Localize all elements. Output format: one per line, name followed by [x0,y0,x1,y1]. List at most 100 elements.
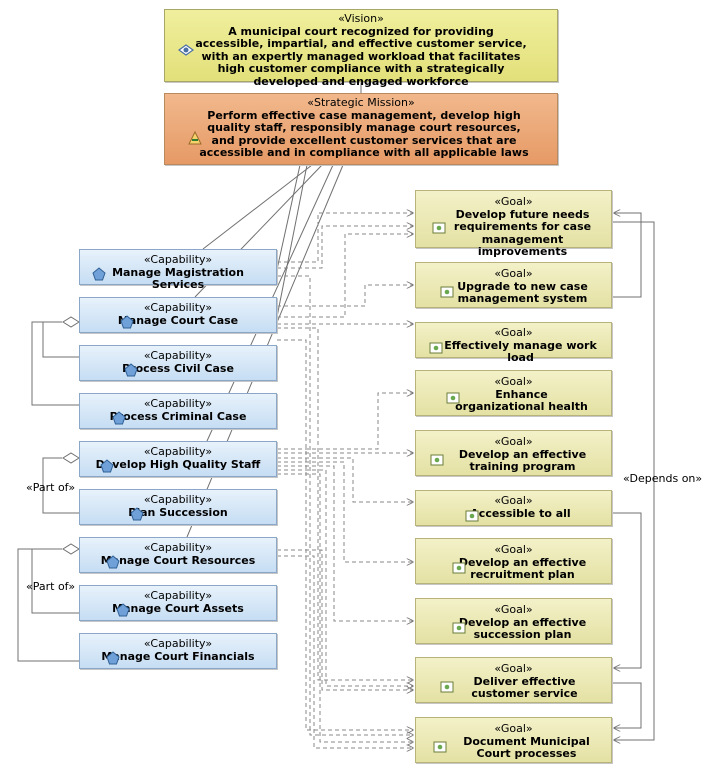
goal-stereotype: «Goal» [494,267,533,280]
goal-develop-effective-recruitment-plan[interactable]: «Goal» Develop an effective recruitment … [415,538,612,584]
supports-dependency-link [277,457,413,502]
supports-dependency-link [277,393,413,450]
strategic-mission-box[interactable]: «Strategic Mission» Perform effective ca… [164,93,558,165]
goal-stereotype: «Goal» [494,722,533,735]
goal-deliver-effective-customer-service[interactable]: «Goal» Deliver effective customer servic… [415,657,612,703]
vision-text: A municipal court recognized for providi… [195,24,527,88]
mission-text: Perform effective case management, devel… [199,108,529,159]
capability-name: Plan Succession [128,505,228,519]
goal-stereotype: «Goal» [494,435,533,448]
supports-dependency-link [277,226,413,269]
capability-name: Process Criminal Case [109,409,247,423]
goal-stereotype: «Goal» [494,662,533,675]
mission-capability-link [275,164,301,275]
goal-stereotype: «Goal» [494,326,533,339]
depends-on-link [612,213,642,298]
capability-icon [100,459,114,473]
part-of-connector [17,548,79,662]
goal-stereotype: «Goal» [494,494,533,507]
capability-stereotype: «Capability» [143,493,213,506]
vision-box[interactable]: «Vision» A municipal court recognized fo… [164,9,558,87]
capability-stereotype: «Capability» [143,397,213,410]
supports-dependency-link [277,339,413,730]
goal-stereotype: «Goal» [494,543,533,556]
goal-name: Develop an effective training program [458,447,587,473]
capability-stereotype: «Capability» [143,589,213,602]
supports-dependency-link [277,469,413,686]
goal-icon [430,454,444,466]
capability-manage-magistration-services[interactable]: «Capability» Manage Magistration Service… [79,249,277,291]
capability-plan-succession[interactable]: «Capability» Plan Succession [79,489,277,525]
part-of-connector [31,321,79,406]
goal-enhance-organizational-health[interactable]: «Goal» Enhance organizational health [415,370,612,416]
depends-on-link [612,512,642,668]
goal-develop-effective-succession-plan[interactable]: «Goal» Develop an effective succession p… [415,598,612,644]
supports-dependency-link [277,465,413,621]
mission-capability-link [275,164,308,323]
goal-stereotype: «Goal» [494,195,533,208]
part-of-label: «Part of» [26,481,76,494]
capability-process-civil-case[interactable]: «Capability» Process Civil Case [79,345,277,381]
goal-stereotype: «Goal» [494,375,533,388]
vision-icon [178,44,194,56]
capability-manage-court-assets[interactable]: «Capability» Manage Court Assets [79,585,277,621]
part-of-connector [42,321,79,358]
capability-icon [130,507,144,521]
capability-stereotype: «Capability» [143,637,213,650]
mission-icon [188,130,202,145]
mission-stereotype: «Strategic Mission» [307,96,415,109]
capability-stereotype: «Capability» [143,541,213,554]
goal-develop-future-needs-requirements[interactable]: «Goal» Develop future needs requirements… [415,190,612,258]
goal-icon [446,392,460,404]
capability-name: Process Civil Case [122,361,234,375]
goal-icon [440,681,454,693]
mission-capability-link [202,164,313,250]
supports-dependency-link [277,285,413,307]
goal-accessible-to-all[interactable]: «Goal» Accessible to all [415,490,612,526]
goal-icon [433,741,447,753]
goal-name: Document Municipal Court processes [463,734,590,760]
capability-stereotype: «Capability» [143,253,213,266]
supports-dependency-link [277,549,413,690]
capability-manage-court-resources[interactable]: «Capability» Manage Court Resources [79,537,277,573]
supports-dependency-link [277,234,413,318]
part-of-label: «Part of» [26,580,76,593]
capability-name: Manage Court Financials [101,649,255,663]
capability-name: Manage Magistration Services [112,265,244,291]
depends-on-label: «Depends on» [623,472,703,485]
capability-name: Manage Court Resources [100,553,256,567]
goal-upgrade-case-management-system[interactable]: «Goal» Upgrade to new case management sy… [415,262,612,308]
composition-diamond [62,452,80,464]
depends-on-link [612,682,642,728]
capability-develop-high-quality-staff[interactable]: «Capability» Develop High Quality Staff [79,441,277,477]
supports-dependency-link [277,213,413,263]
capability-icon [106,651,120,665]
supports-dependency-link [277,555,413,748]
supports-dependency-link [277,461,413,562]
goal-stereotype: «Goal» [494,603,533,616]
capability-stereotype: «Capability» [143,445,213,458]
capability-process-criminal-case[interactable]: «Capability» Process Criminal Case [79,393,277,429]
capability-manage-court-financials[interactable]: «Capability» Manage Court Financials [79,633,277,669]
vision-stereotype: «Vision» [338,12,384,25]
goal-effectively-manage-work-load[interactable]: «Goal» Effectively manage work load [415,322,612,364]
goal-icon [429,342,443,354]
goal-icon [452,562,466,574]
goal-document-municipal-court-processes[interactable]: «Goal» Document Municipal Court processe… [415,717,612,763]
capability-icon [112,411,126,425]
supports-dependency-link [277,275,413,735]
composition-diamond [62,543,80,555]
goal-name: Upgrade to new case management system [457,279,588,305]
capability-name: Develop High Quality Staff [95,457,261,471]
capability-manage-court-case[interactable]: «Capability» Manage Court Case [79,297,277,333]
goal-icon [452,622,466,634]
capability-icon [116,603,130,617]
goal-develop-effective-training-program[interactable]: «Goal» Develop an effective training pro… [415,430,612,476]
goal-name: Develop an effective recruitment plan [458,555,587,581]
depends-on-link [612,221,655,740]
capability-icon [106,555,120,569]
part-of-connector [42,457,79,514]
goal-icon [465,510,479,522]
